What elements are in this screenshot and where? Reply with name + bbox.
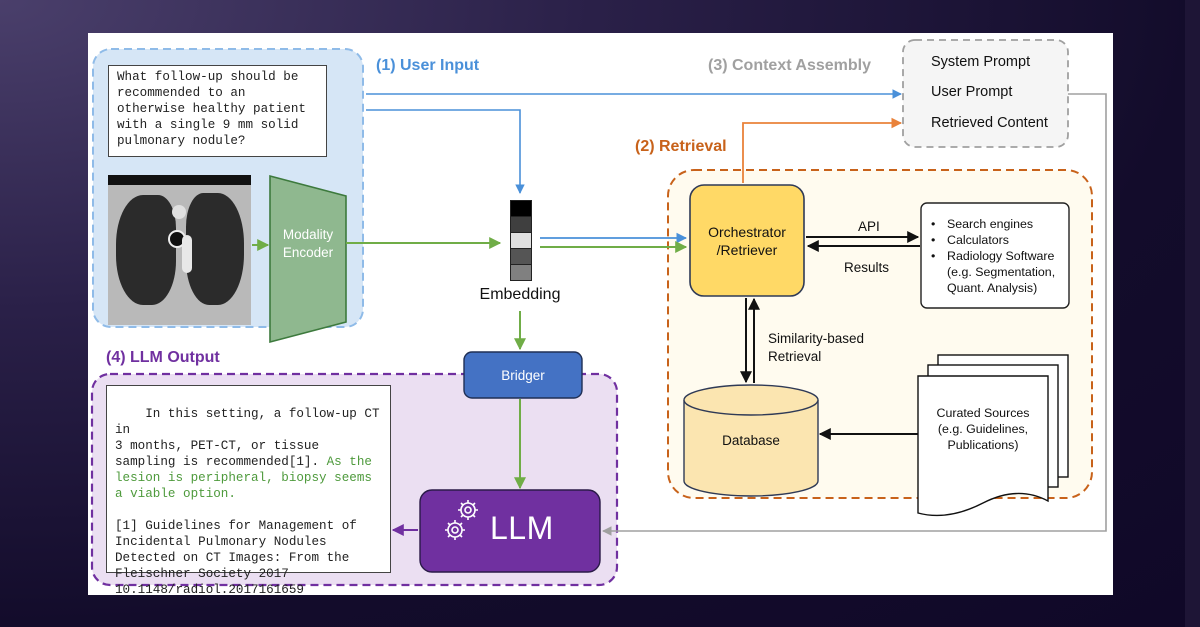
bridger-label: Bridger (501, 368, 545, 383)
context-assembly-region (902, 39, 1069, 148)
orchestrator-label: Orchestrator /Retriever (708, 224, 786, 258)
embedding-cell (511, 248, 531, 264)
modality-encoder-shape (269, 174, 347, 344)
context-item-user-prompt: User Prompt (931, 84, 1013, 100)
embedding-cell (511, 264, 531, 280)
bridger-box[interactable] (463, 351, 583, 399)
gear-icon (445, 500, 478, 540)
curated-sources-label: Curated Sources (e.g. Guidelines, Public… (936, 406, 1030, 452)
embedding-label: Embedding (479, 286, 561, 303)
embedding-vector (510, 200, 532, 281)
diagram-canvas: (1) User Input (3) Context Assembly (2) … (88, 33, 1113, 597)
tool-item: •Radiology Software (e.g. Segmentation, … (931, 249, 1056, 295)
ct-scan-image (108, 175, 251, 325)
section-title-user-input: (1) User Input (376, 57, 480, 74)
user-question-box[interactable]: What follow-up should be recommended to … (108, 65, 327, 157)
llm-output-box[interactable]: In this setting, a follow-up CT in 3 mon… (106, 385, 391, 597)
background-edge-strip (1185, 0, 1200, 627)
context-item-system-prompt: System Prompt (931, 54, 1031, 70)
tool-calculators: Calculators (947, 233, 1009, 247)
results-label: Results (844, 260, 890, 275)
embedding-cell (511, 201, 531, 216)
answer-text: In this setting, a follow-up CT in 3 mon… (115, 407, 380, 469)
api-label: API (858, 219, 880, 234)
answer-reasoning-text: As the lesion is peripheral, biopsy seem… (115, 455, 372, 501)
similarity-retrieval-label: Similarity-based Retrieval (768, 331, 865, 364)
context-to-llm-connector (602, 93, 1107, 536)
database-label: Database (722, 433, 780, 448)
database-cylinder[interactable] (683, 384, 819, 497)
question-to-embedding-arrow (366, 109, 525, 194)
curated-sources-stack (917, 354, 1069, 517)
tool-item: •Search engines (931, 217, 1034, 231)
orchestrator-box[interactable] (689, 184, 805, 297)
tool-item: •Calculators (931, 233, 1009, 247)
embedding-cell (511, 216, 531, 232)
reference-text: [1] Guidelines for Management of Inciden… (115, 519, 357, 597)
context-item-retrieved-content: Retrieved Content (931, 115, 1048, 131)
tools-list: •Search engines •Calculators •Radiology … (931, 216, 1071, 296)
section-title-retrieval: (2) Retrieval (635, 138, 727, 155)
section-title-context-assembly: (3) Context Assembly (708, 57, 871, 74)
tools-box (920, 202, 1070, 309)
tool-radiology-software: Radiology Software (e.g. Segmentation, Q… (947, 249, 1056, 295)
modality-encoder-label: Modality Encoder (282, 227, 334, 260)
llm-label: LLM (490, 510, 554, 546)
retrieval-to-context-arrow (742, 117, 903, 183)
section-title-llm-output: (4) LLM Output (106, 349, 220, 366)
tool-search-engines: Search engines (947, 217, 1034, 231)
embedding-cell (511, 232, 531, 248)
